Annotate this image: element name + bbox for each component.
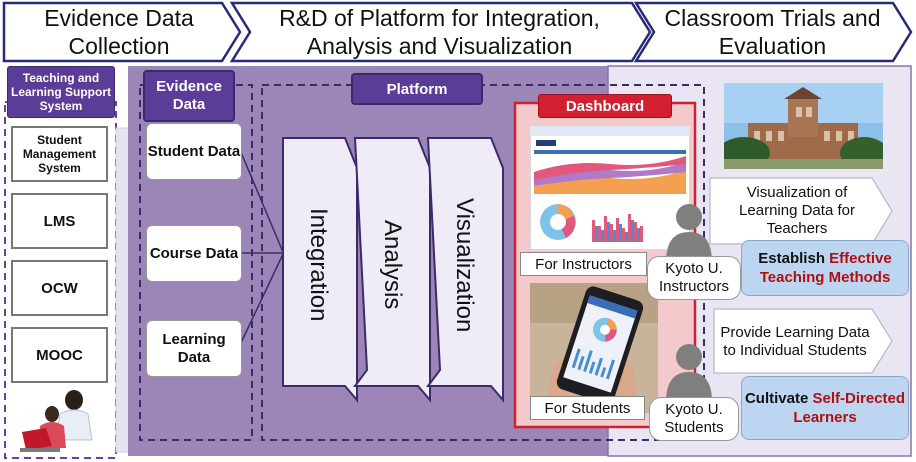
evidence-course-data: Course Data xyxy=(146,225,242,282)
analysis-chevron xyxy=(353,137,431,403)
visualization-chevron xyxy=(426,137,504,403)
connector-learning xyxy=(239,253,284,346)
instructor-goal-text: Establish Effective Teaching Methods xyxy=(742,249,908,287)
dashboard-title: Dashboard xyxy=(538,94,672,118)
platform-dashed-frame xyxy=(261,84,705,441)
instructor-person-icon xyxy=(666,204,712,262)
integration-chevron xyxy=(282,137,358,403)
student-person-icon xyxy=(666,344,712,402)
instructor-goal-highlight: Effective Teaching Methods xyxy=(759,250,892,286)
stage2-chevron xyxy=(229,1,652,63)
source-lms: LMS xyxy=(11,193,108,249)
sources-title: Teaching and Learning Support System xyxy=(7,66,115,118)
stage3-label: Classroom Trials and Evaluation xyxy=(664,5,881,59)
student-message-label: Provide Learning Data to Individual Stud… xyxy=(720,324,870,359)
instructor-message-label: Visualization of Learning Data for Teach… xyxy=(739,184,855,237)
student-goal-plain: Cultivate xyxy=(744,390,813,407)
instructor-goal-box: Establish Effective Teaching Methods xyxy=(741,240,909,296)
instructor-person-label: Kyoto U. Instructors xyxy=(647,256,741,300)
evidence-title: Evidence Data xyxy=(143,70,235,122)
source-mooc: MOOC xyxy=(11,327,108,383)
integration-label: Integration xyxy=(305,208,332,322)
platform-title: Platform xyxy=(351,73,483,105)
evidence-dashed-frame xyxy=(139,84,253,441)
stage3-chevron xyxy=(633,1,913,63)
source-ocw: OCW xyxy=(11,260,108,316)
evidence-learning-data: Learning Data xyxy=(146,320,242,377)
analysis-label: Analysis xyxy=(379,220,406,310)
visualization-label: Visualization xyxy=(451,197,478,333)
instructor-message-arrow xyxy=(709,177,893,245)
caption-for-students: For Students xyxy=(530,396,645,420)
stage-header-shapes xyxy=(2,1,913,63)
connector-student xyxy=(239,149,284,253)
stage1-chevron xyxy=(2,1,242,63)
instructor-goal-plain: Establish xyxy=(758,250,830,267)
stage2-label: R&D of Platform for Integration, Analysi… xyxy=(279,5,600,59)
caption-for-instructors: For Instructors xyxy=(520,252,647,276)
student-person-label: Kyoto U. Students xyxy=(649,397,739,441)
source-student-management: Student Management System xyxy=(11,126,108,182)
evidence-student-data: Student Data xyxy=(146,123,242,180)
student-goal-text: Cultivate Self-Directed Learners xyxy=(742,389,908,427)
student-message-arrow xyxy=(713,308,893,374)
students-laptop-illustration xyxy=(20,390,93,452)
student-phone-photo xyxy=(530,283,658,413)
campus-photo xyxy=(724,83,883,169)
student-goal-highlight: Self-Directed Learners xyxy=(793,390,906,426)
student-goal-box: Cultivate Self-Directed Learners xyxy=(741,376,909,440)
stage1-label: Evidence Data Collection xyxy=(44,5,194,59)
instructor-dashboard-screenshot xyxy=(530,126,690,250)
